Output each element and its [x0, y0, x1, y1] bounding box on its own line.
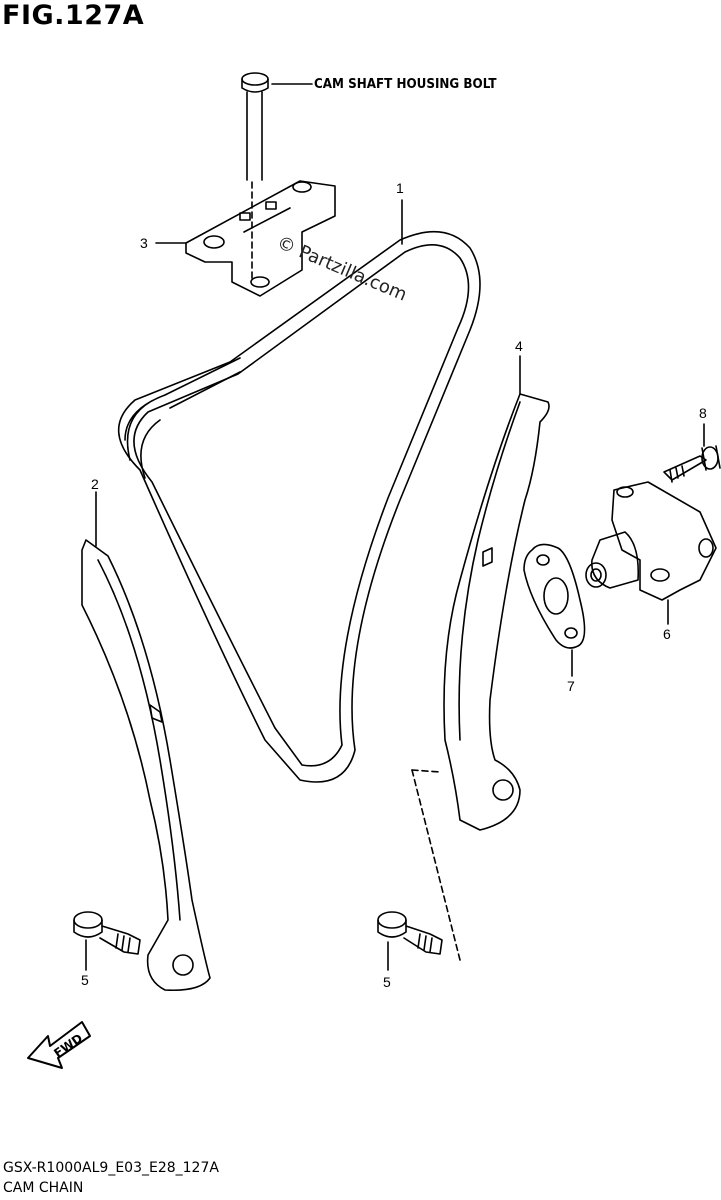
fwd-arrow-icon [27, 1021, 91, 1069]
alignment-dashed-line [411, 769, 461, 961]
callout-6: 6 [663, 626, 671, 642]
part-4-tensioner-guide [443, 393, 550, 831]
part-8-tensioner-bolt [663, 445, 721, 483]
part-1-cam-chain [117, 230, 481, 783]
figure-title: FIG.127A [2, 0, 145, 31]
part-3-chain-guide-bracket [185, 180, 336, 297]
part-6-cam-chain-tensioner [585, 481, 717, 601]
label-cam-shaft-housing-bolt: CAM SHAFT HOUSING BOLT [314, 77, 497, 92]
figure-caption: CAM CHAIN [3, 1180, 84, 1196]
part-7-tensioner-gasket [523, 543, 586, 649]
callout-3: 3 [140, 235, 148, 251]
callout-1: 1 [396, 180, 404, 196]
cam-shaft-housing-bolt [241, 72, 269, 281]
part-5-guide-bolt-right [377, 911, 443, 955]
callout-5-right: 5 [383, 974, 391, 990]
figure-code: GSX-R1000AL9_E03_E28_127A [3, 1160, 219, 1176]
part-5-guide-bolt-left [73, 911, 141, 955]
callout-8: 8 [699, 405, 707, 421]
callout-2: 2 [91, 476, 99, 492]
part-2-chain-guide [81, 539, 211, 992]
callout-7: 7 [567, 678, 575, 694]
callout-4: 4 [515, 338, 523, 354]
callout-5-left: 5 [81, 972, 89, 988]
